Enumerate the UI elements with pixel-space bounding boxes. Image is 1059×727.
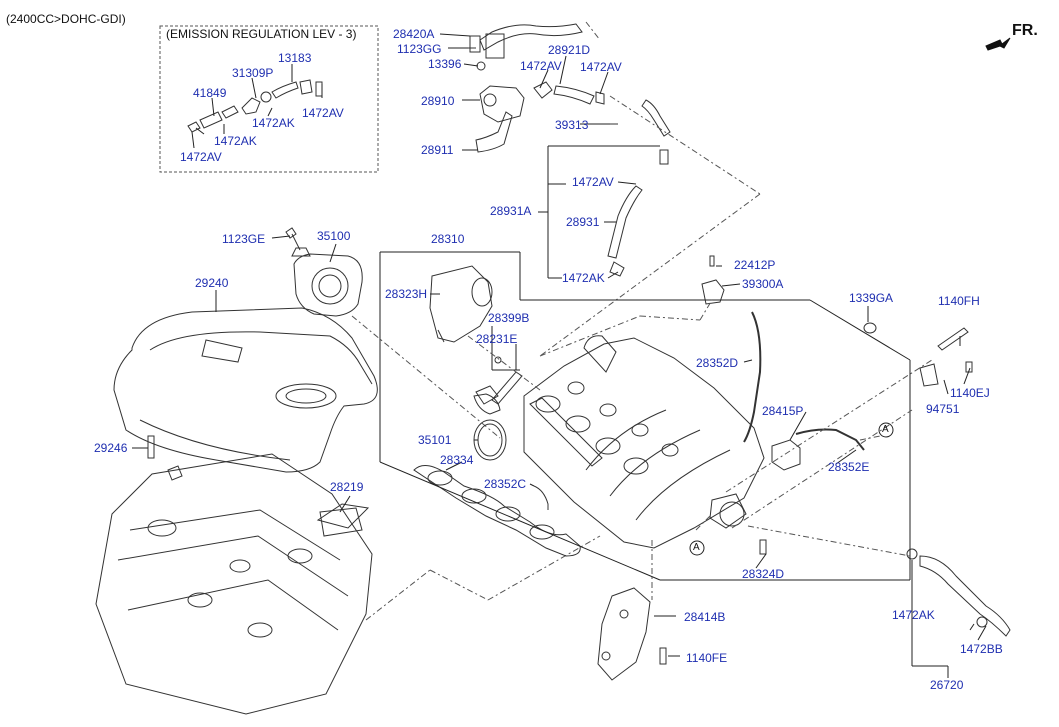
engine-cover-drawing (113, 307, 378, 473)
part-label-28352d: 28352D (696, 356, 739, 370)
part-label-28219: 28219 (330, 480, 364, 494)
part-label-1123ge: 1123GE (222, 232, 266, 246)
emission-box-title: (EMISSION REGULATION LEV - 3) (166, 27, 357, 41)
part-label-29246: 29246 (94, 441, 128, 455)
hose-28352e-drawing (795, 428, 865, 451)
bracket-28414b-drawing (597, 587, 667, 681)
bolt-29246-drawing (147, 435, 155, 459)
sensor-drawing (473, 356, 523, 415)
emission-parts-drawing (187, 79, 323, 133)
bolt-28324d-drawing (759, 539, 767, 555)
part-label-26720: 26720 (930, 678, 964, 692)
part-label-1472ak-hose: 1472AK (892, 608, 935, 622)
part-label-29240: 29240 (195, 276, 229, 290)
part-label-1472av-emission-bottom: 1472AV (180, 150, 222, 164)
part-label-39300a: 39300A (742, 277, 784, 291)
part-label-1140fh: 1140FH (938, 294, 980, 308)
engine-spec-label: (2400CC>DOHC-GDI) (6, 12, 126, 26)
gasket-35101-drawing (473, 419, 507, 461)
reference-marker-a-lower: A (693, 542, 700, 553)
part-label-1123gg: 1123GG (397, 42, 442, 56)
part-label-1472av-emission-right: 1472AV (302, 106, 344, 120)
emission-leader-lines (191, 64, 323, 149)
part-label-35100: 35100 (317, 229, 351, 243)
part-label-1472av-pcv-b: 1472AV (580, 60, 622, 74)
part-label-28310: 28310 (431, 232, 465, 246)
part-label-1472av-pcv-a: 1472AV (520, 59, 562, 73)
hose-26720-drawing (906, 548, 1011, 637)
part-label-28931a: 28931A (490, 204, 532, 218)
part-label-22412p: 22412P (734, 258, 776, 272)
part-label-28931: 28931 (566, 215, 600, 229)
part-label-28324d: 28324D (742, 567, 785, 581)
head-dashed-lines (351, 315, 601, 621)
part-label-28399b: 28399B (488, 311, 530, 325)
emission-regulation-box (159, 25, 379, 173)
part-label-28911: 28911 (421, 143, 454, 157)
part-label-28420a: 28420A (393, 27, 435, 41)
intake-manifold-drawing (523, 335, 765, 549)
part-label-1472bb: 1472BB (960, 642, 1003, 656)
hose-28352d-drawing (743, 311, 762, 443)
manifold-gasket-drawing (413, 465, 581, 557)
part-label-41849: 41849 (193, 86, 227, 100)
bolt-bracket-drawing (863, 322, 973, 387)
part-label-28323h: 28323H (385, 287, 428, 301)
part-label-1140fe: 1140FE (686, 651, 728, 665)
part-label-31309p: 31309P (232, 66, 274, 80)
actuator-drawing (429, 265, 493, 343)
sensor-39300a-drawing (701, 255, 725, 305)
part-label-1472ak-emission-low: 1472AK (214, 134, 257, 148)
pcv-leader-lines (439, 33, 660, 279)
bracket-28219-drawing (316, 503, 370, 529)
part-label-1472ak-emission-mid: 1472AK (252, 116, 295, 130)
part-label-13183: 13183 (278, 51, 312, 65)
cylinder-head-drawing (95, 453, 373, 715)
hose-28352c-drawing (533, 485, 549, 510)
part-label-1339ga: 1339GA (849, 291, 894, 305)
ref-circle-a-upper (878, 422, 894, 438)
part-label-1140ej: 1140EJ (950, 386, 990, 400)
part-label-28352c: 28352C (484, 477, 527, 491)
pcv-dashed-lines (539, 21, 761, 357)
part-label-94751: 94751 (926, 402, 960, 416)
pcv-parts-drawing (468, 23, 671, 277)
part-label-1472ak-pcv: 1472AK (562, 271, 605, 285)
part-label-28921d: 28921D (548, 43, 591, 57)
part-label-1472av-pcv-c: 1472AV (572, 175, 614, 189)
ref-circle-a-lower (689, 540, 705, 556)
dashed-lines-main (467, 299, 933, 600)
part-label-39313: 39313 (555, 118, 589, 132)
valve-28415p-drawing (771, 439, 801, 471)
leader-lines-main (132, 235, 987, 678)
part-label-35101: 35101 (418, 433, 452, 447)
part-label-13396: 13396 (428, 57, 462, 71)
front-arrow-icon (985, 37, 1011, 51)
part-label-28910: 28910 (421, 94, 455, 108)
part-label-28231e: 28231E (476, 332, 518, 346)
part-label-28415p: 28415P (762, 404, 804, 418)
part-label-28414b: 28414B (684, 610, 726, 624)
reference-marker-a-upper: A (882, 424, 889, 435)
front-direction-label: FR. (1012, 22, 1038, 39)
part-label-28352e: 28352E (828, 460, 870, 474)
part-label-28334: 28334 (440, 453, 474, 467)
